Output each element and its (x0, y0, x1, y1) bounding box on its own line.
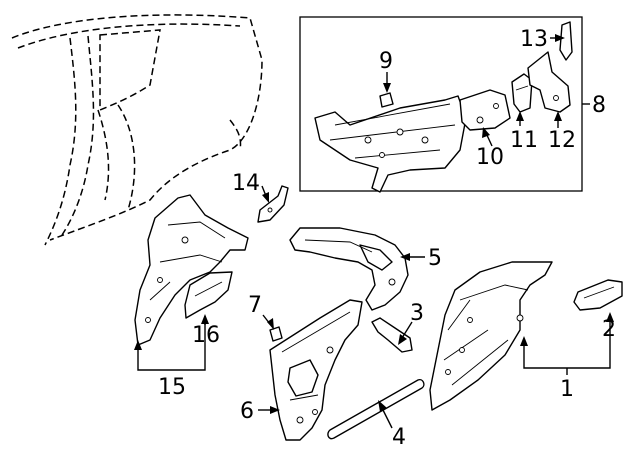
part-6-lower-panel (269, 299, 363, 441)
callout-8: 8 (592, 93, 606, 118)
callout-16: 16 (192, 323, 220, 348)
callout-12: 12 (548, 128, 576, 153)
part-12-bracket (527, 51, 571, 113)
leader-lines (134, 34, 614, 429)
part-4-rod (327, 378, 425, 440)
callout-10: 10 (476, 145, 504, 170)
callout-11: 11 (510, 128, 538, 153)
callout-15: 15 (158, 375, 186, 400)
part-15-inner-wheelhouse (134, 194, 249, 346)
part-5-inner-panel (289, 227, 409, 311)
callout-5: 5 (428, 246, 442, 271)
callout-7: 7 (248, 293, 262, 318)
part-14-bracket (257, 185, 289, 223)
quarter-panel-outline (11, 14, 263, 246)
callout-6: 6 (240, 399, 254, 424)
part-7-clip (269, 326, 283, 342)
part-13-bracket (559, 21, 573, 61)
callout-1: 1 (560, 377, 574, 402)
callout-4: 4 (392, 425, 406, 450)
callout-9: 9 (379, 49, 393, 74)
part-9-clip (379, 92, 394, 108)
part-3-bracket (371, 317, 413, 353)
part-8-main-bracket (314, 95, 467, 193)
callout-3: 3 (410, 301, 424, 326)
part-11-bracket (511, 73, 533, 113)
part-1-outer-wheelhouse (429, 261, 553, 411)
part-2-bracket (573, 279, 623, 311)
part-16-panel (184, 271, 233, 319)
callout-2: 2 (602, 317, 616, 342)
part-10-reinforcement (459, 89, 511, 131)
callout-labels: 1 2 3 4 5 6 7 8 9 10 11 12 13 14 15 16 (158, 27, 616, 450)
callout-13: 13 (520, 27, 548, 52)
callout-14: 14 (232, 171, 260, 196)
